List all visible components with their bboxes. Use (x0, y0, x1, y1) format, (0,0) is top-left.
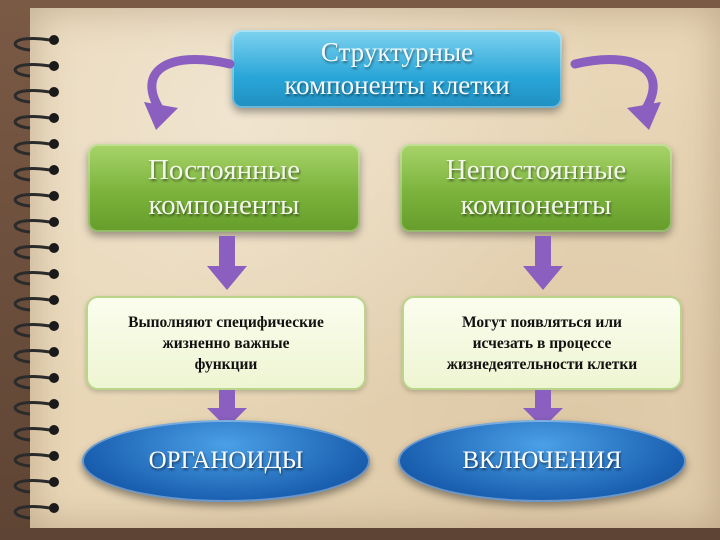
spiral-rings-icon (13, 35, 59, 520)
permanent-description-line2: жизненно важные (162, 334, 290, 352)
permanent-components-box: Постоянные компоненты (88, 144, 360, 232)
temporary-heading-line1: Непостоянные (445, 154, 627, 186)
permanent-description-line1: Выполняют специфические (128, 313, 324, 331)
curved-arrow-right-icon (570, 55, 661, 130)
permanent-description-line3: функции (194, 355, 258, 373)
temporary-description-box: Могут появляться или исчезать в процессе… (402, 296, 682, 390)
permanent-heading-line1: Постоянные (147, 154, 300, 186)
diagram-title-line2: компоненты клетки (284, 70, 510, 100)
temporary-components-box: Непостоянные компоненты (400, 144, 672, 232)
diagram-title: Структурные компоненты клетки (232, 30, 562, 108)
inclusions-label: ВКЛЮЧЕНИЯ (462, 447, 622, 474)
permanent-description-box: Выполняют специфические жизненно важные … (86, 296, 366, 390)
inclusions-ellipse: ВКЛЮЧЕНИЯ (398, 420, 686, 502)
organelles-label: ОРГАНОИДЫ (148, 447, 304, 474)
temporary-description-line2: исчезать в процессе (472, 334, 612, 352)
diagram-title-line1: Структурные (320, 37, 474, 67)
temporary-heading-line2: компоненты (460, 189, 612, 221)
temporary-description-line1: Могут появляться или (462, 313, 622, 331)
organelles-ellipse: ОРГАНОИДЫ (82, 420, 370, 502)
down-arrow-icon (523, 390, 563, 428)
temporary-description-line3: жизнедеятельности клетки (446, 355, 638, 373)
permanent-heading-line2: компоненты (148, 189, 300, 221)
down-arrow-icon (207, 236, 247, 290)
down-arrow-icon (523, 236, 563, 290)
spiral-binding (0, 22, 70, 522)
down-arrow-icon (207, 390, 247, 428)
curved-arrow-left-icon (144, 55, 235, 130)
